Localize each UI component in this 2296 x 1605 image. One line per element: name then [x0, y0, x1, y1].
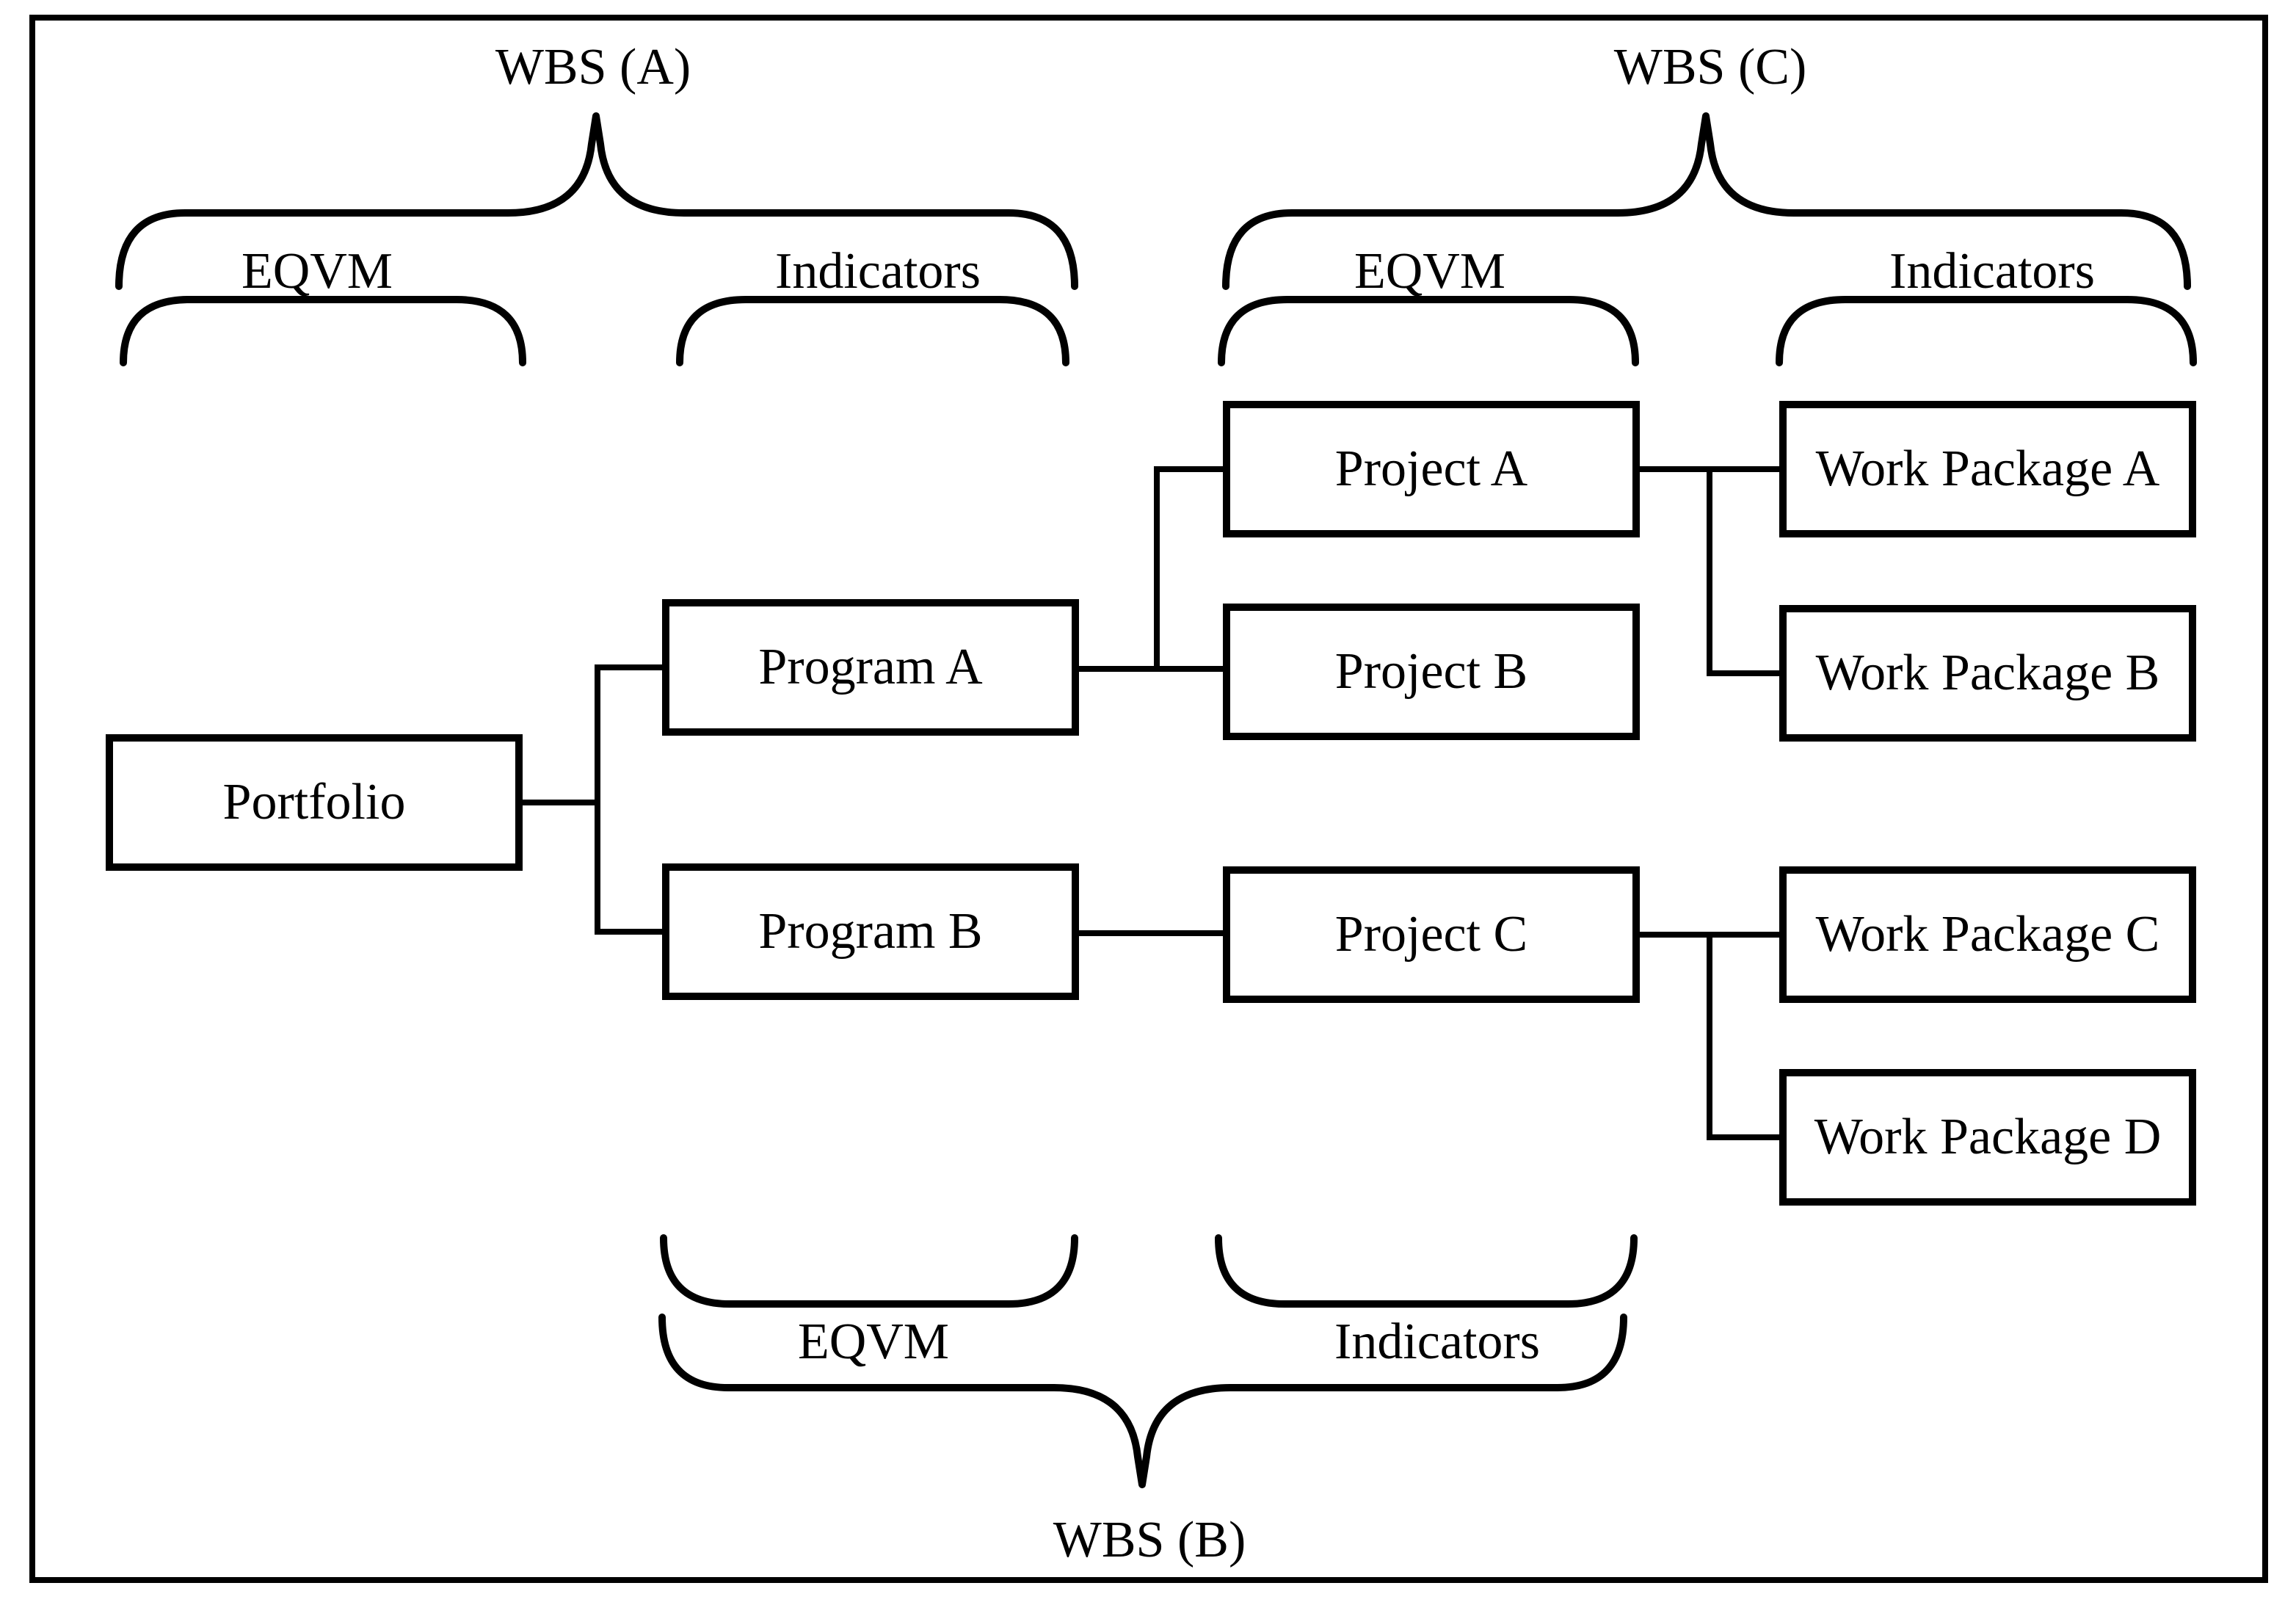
- paren-indicators-c: [1776, 296, 2197, 366]
- node-work-package-d: Work Package D: [1779, 1069, 2196, 1206]
- node-work-package-a: Work Package A: [1779, 401, 2196, 537]
- node-portfolio: Portfolio: [106, 734, 523, 871]
- label-wbs-a-title: WBS (A): [495, 39, 691, 95]
- label-wbs-c-title: WBS (C): [1613, 39, 1807, 95]
- brace-wbs-a: [115, 112, 1078, 290]
- paren-eqvm-a: [120, 296, 526, 366]
- node-program-a: Program A: [662, 599, 1079, 736]
- label-indicators-b: Indicators: [1334, 1314, 1540, 1370]
- label-eqvm-c: EQVM: [1354, 243, 1506, 300]
- label-eqvm-b: EQVM: [797, 1314, 950, 1370]
- label-eqvm-a: EQVM: [241, 243, 393, 300]
- node-program-b: Program B: [662, 863, 1079, 1000]
- brace-wbs-c: [1222, 112, 2191, 290]
- label-indicators-c: Indicators: [1889, 243, 2095, 300]
- node-project-b: Project B: [1223, 604, 1640, 740]
- connector-program-a-to-projects: [1079, 466, 1223, 672]
- paren-indicators-b: [1215, 1234, 1638, 1308]
- connector-project-a-to-work-packages: [1640, 466, 1779, 676]
- label-indicators-a: Indicators: [775, 243, 981, 300]
- paren-indicators-a: [676, 296, 1069, 366]
- node-work-package-c: Work Package C: [1779, 866, 2196, 1003]
- node-work-package-b: Work Package B: [1779, 605, 2196, 742]
- connector-project-c-to-work-packages: [1640, 932, 1779, 1140]
- paren-eqvm-b: [660, 1234, 1078, 1308]
- brace-wbs-b: [658, 1314, 1627, 1488]
- node-project-c: Project C: [1223, 866, 1640, 1003]
- label-wbs-b-title: WBS (B): [1053, 1512, 1246, 1568]
- outer-border: [29, 15, 2268, 1583]
- connector-portfolio-to-programs: [523, 664, 662, 935]
- node-project-a: Project A: [1223, 401, 1640, 537]
- paren-eqvm-c: [1218, 296, 1639, 366]
